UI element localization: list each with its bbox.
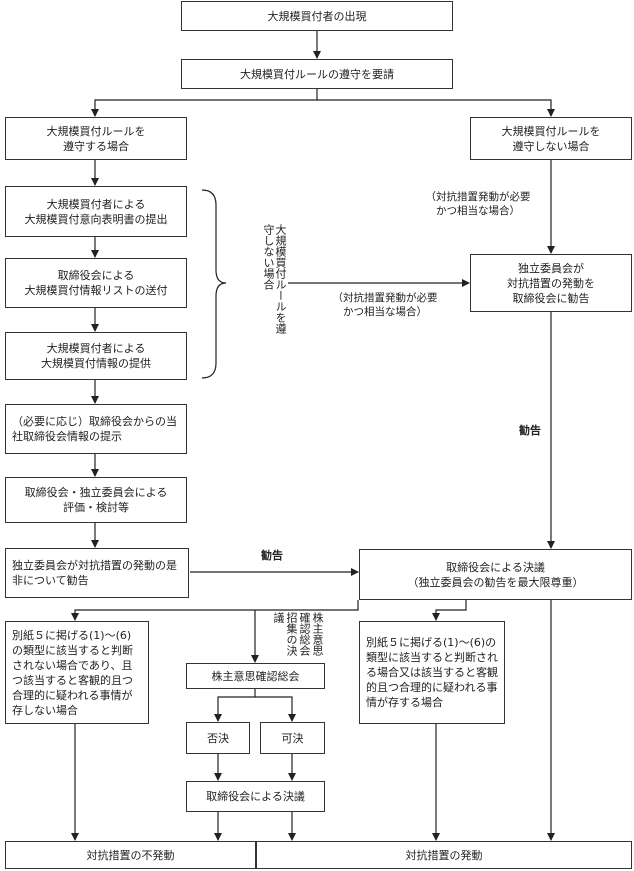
box-countermeasure: 対抗措置の発動 <box>256 841 632 869</box>
box-request-compliance: 大規模買付ルールの遵守を要請 <box>181 59 453 89</box>
arrow-to-applicable <box>432 600 467 621</box>
box-not-comply: 大規模買付ルールを 遵守しない場合 <box>470 117 632 160</box>
box-no-countermeasure: 対抗措置の不発動 <box>5 841 256 869</box>
box-board-resolution2: 取締役会による決議 <box>186 781 325 812</box>
brace-shape <box>201 189 227 379</box>
box-evaluation: 取締役会・独立委員会による 評価・検討等 <box>5 477 187 523</box>
box-rejected: 否決 <box>186 722 250 754</box>
box-shareholder-meeting: 株主意思確認総会 <box>186 663 325 689</box>
box-info-provision: 大規模買付者による 大規模買付情報の提供 <box>5 332 187 380</box>
arrow-to-rejected <box>214 689 256 722</box>
label-advice-mid: 勧告 <box>261 549 283 562</box>
label-shareholder-vertical: 株主意思確認総会招集の決議 <box>272 612 324 656</box>
box-board-resolution: 取締役会による決議 （独立委員会の勧告を最大限尊重） <box>359 549 632 600</box>
arrow-to-complies <box>91 89 318 117</box>
arrow-to-not-applicable <box>71 600 359 621</box>
box-appearance: 大規模買付者の出現 <box>181 1 453 31</box>
arrow-to-not-comply <box>317 99 555 117</box>
box-committee-advice: 独立委員会が対抗措置の発動の是非について勧告 <box>5 548 189 598</box>
label-not-comply-vertical: 大規模買付ルールを遵守しない場合 <box>262 224 287 334</box>
box-committee-recommend: 独立委員会が 対抗措置の発動を 取締役会に勧告 <box>470 254 632 312</box>
box-complies: 大規模買付ルールを 遵守する場合 <box>5 117 187 160</box>
arrow-to-approved <box>255 696 296 722</box>
box-board-info: （必要に応じ）取締役会からの当社取締役会情報の提示 <box>5 404 187 454</box>
box-info-list: 取締役会による 大規模買付情報リストの送付 <box>5 258 187 308</box>
box-applicable: 別紙５に掲げる(1)～(6)の類型に該当すると判断される場合又は該当すると客観的… <box>359 621 505 724</box>
label-advice-right: 勧告 <box>519 424 541 437</box>
box-not-applicable: 別紙５に掲げる(1)～(6)の類型に該当すると判断されない場合であり、且つ該当す… <box>5 621 149 724</box>
label-condition-mid: （対抗措置発動が必要 かつ相当な場合） <box>332 292 438 318</box>
label-condition-top: （対抗措置発動が必要 かつ相当な場合） <box>425 191 531 217</box>
box-approved: 可決 <box>260 722 325 754</box>
box-intent-statement: 大規模買付者による 大規模買付意向表明書の提出 <box>5 186 187 237</box>
